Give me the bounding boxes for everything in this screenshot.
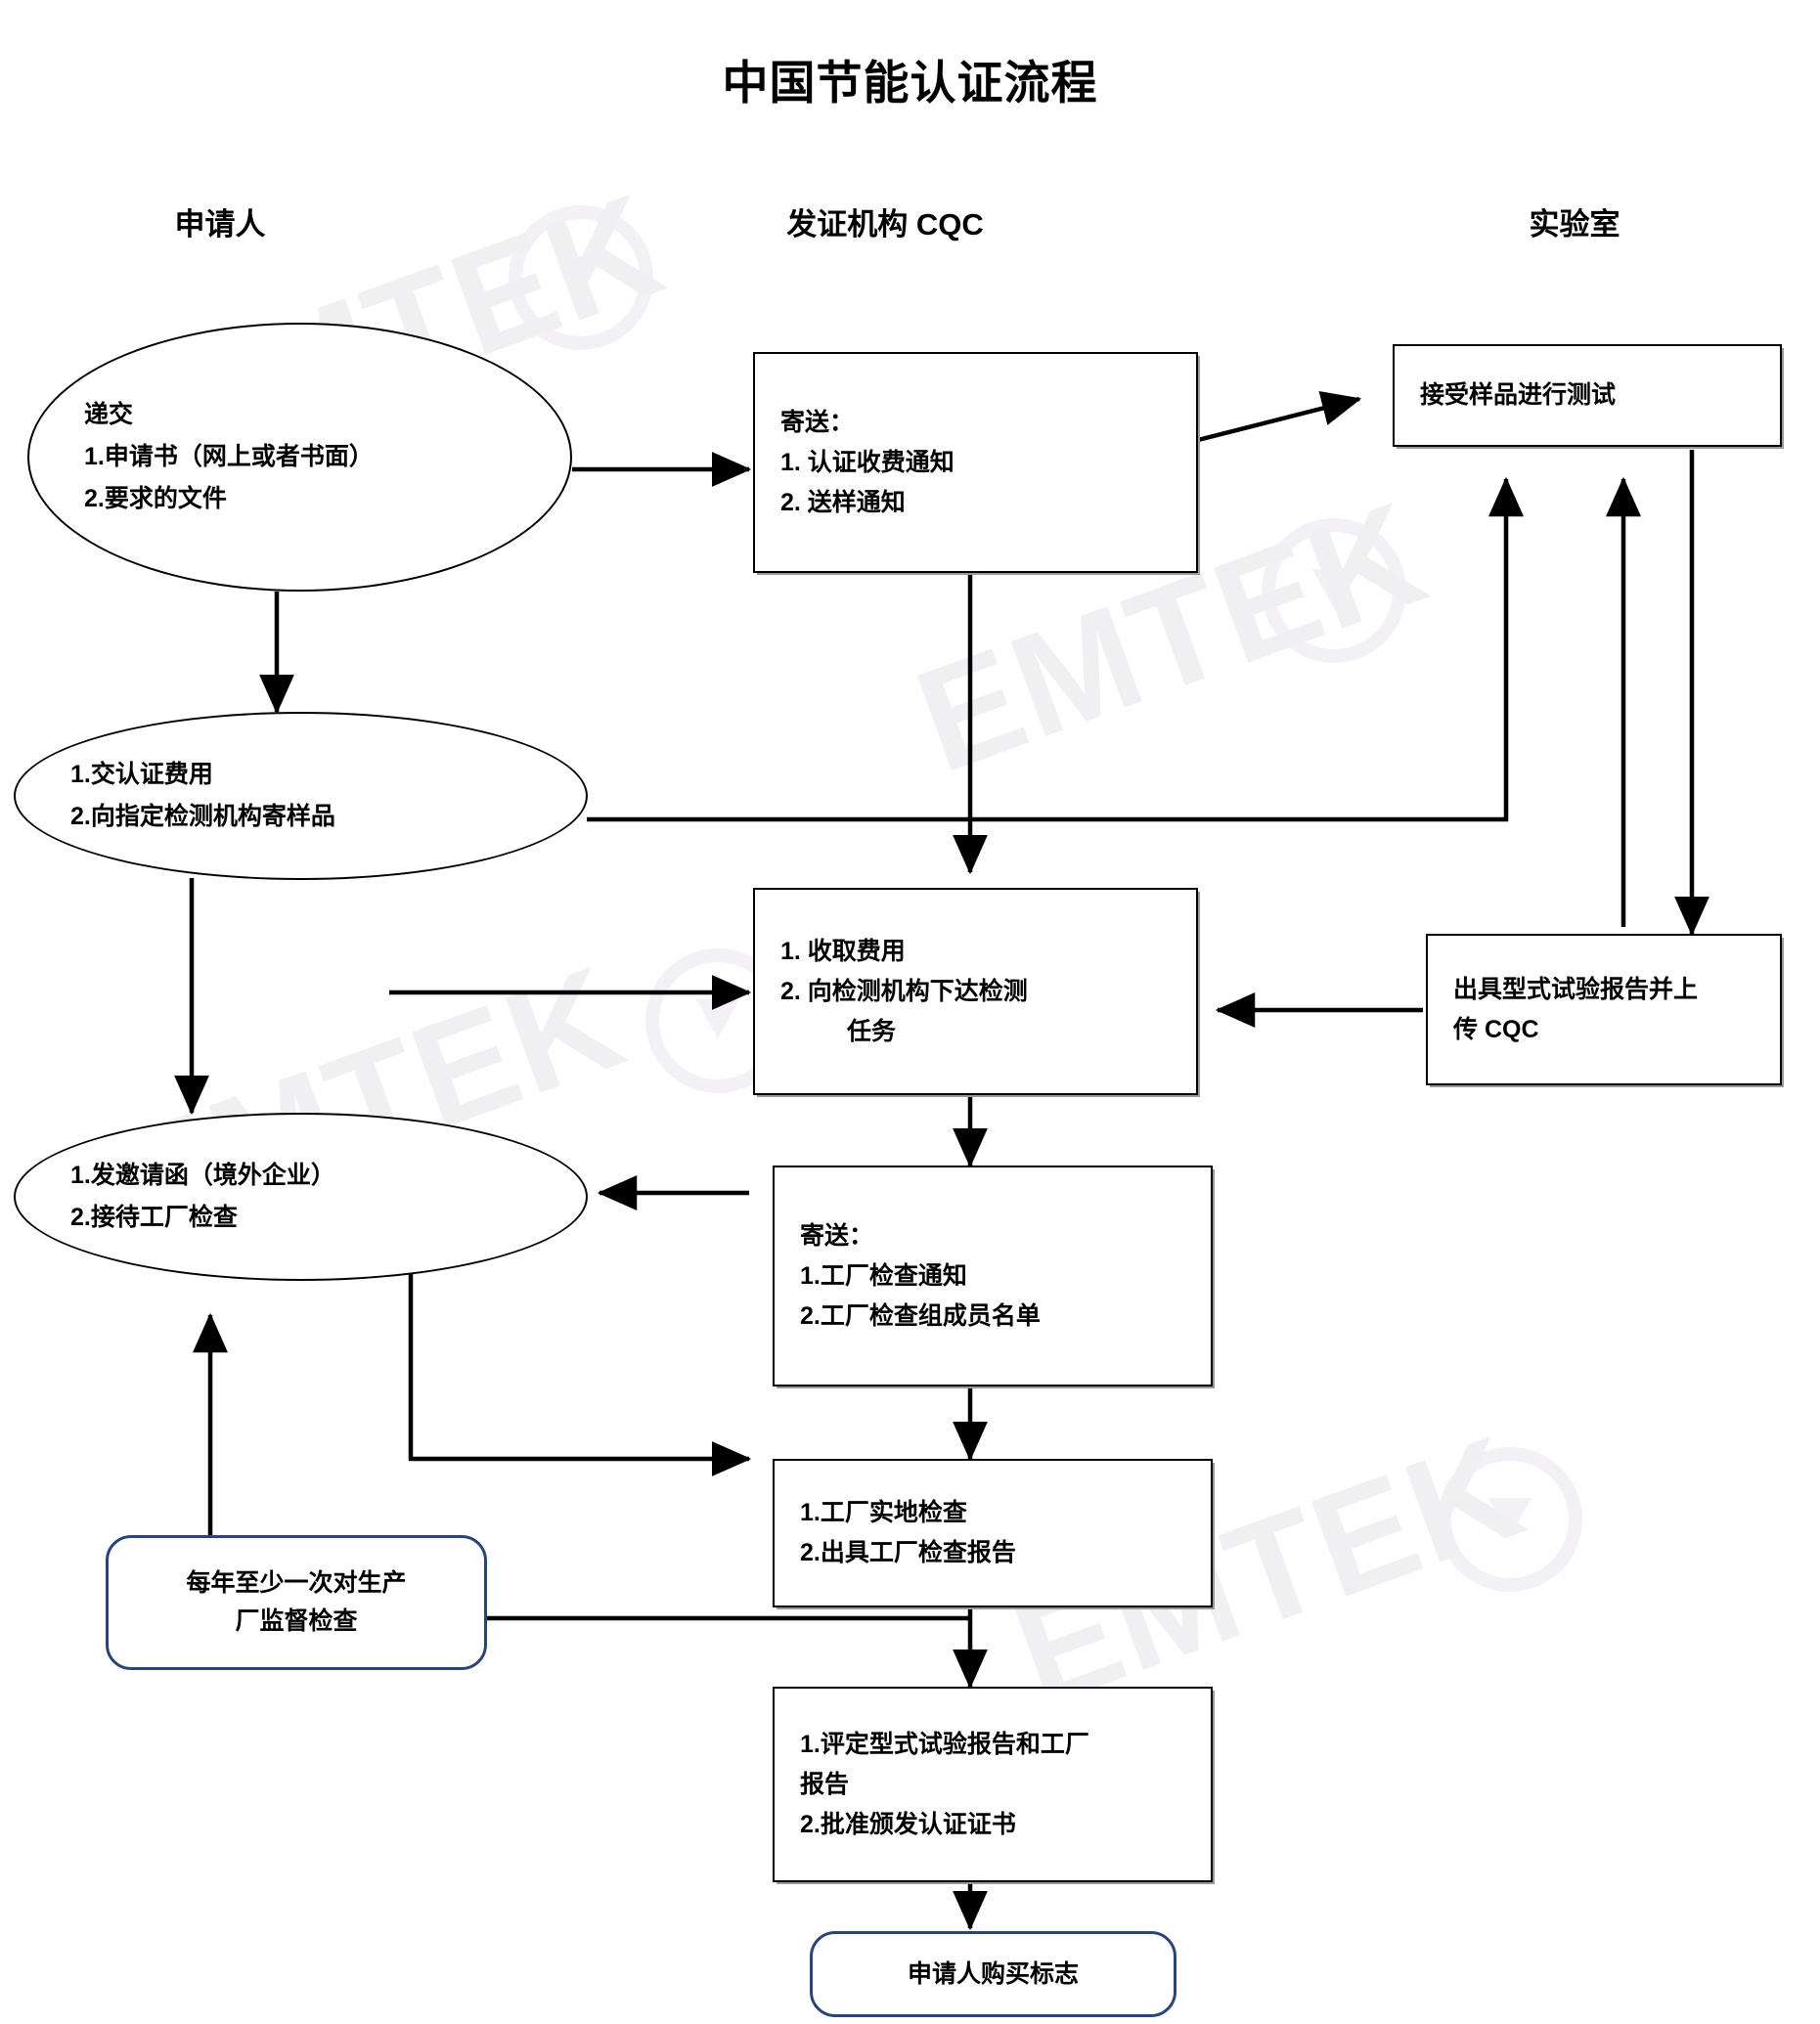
column-header-lab: 实验室: [1529, 207, 1620, 242]
node-supervision-line-1: 每年至少一次对生产: [186, 1569, 407, 1597]
node-apply[interactable]: 递交 1.申请书（网上或者书面） 2.要求的文件: [27, 323, 572, 592]
node-cqc-send1[interactable]: 寄送： 1. 认证收费通知 2. 送样通知: [753, 352, 1198, 573]
node-cqc-send2-line-3: 2.工厂检查组成员名单: [800, 1301, 1041, 1330]
node-pay-sample-line-2: 2.向指定检测机构寄样品: [70, 803, 335, 830]
node-invite-host-line-1: 1.发邀请函（境外企业）: [70, 1162, 335, 1189]
node-apply-line-2: 1.申请书（网上或者书面）: [84, 443, 374, 470]
node-cqc-send1-line-3: 2. 送样通知: [780, 488, 906, 516]
edge-send1-to-lab: [1197, 390, 1362, 443]
node-lab-report[interactable]: 出具型式试验报告并上 传 CQC: [1426, 934, 1782, 1085]
node-cqc-send2-line-2: 1.工厂检查通知: [800, 1261, 967, 1290]
node-supervision[interactable]: 每年至少一次对生产 厂监督检查: [106, 1535, 487, 1670]
node-factory-audit-line-1: 1.工厂实地检查: [800, 1499, 967, 1526]
page-title: 中国节能认证流程: [722, 57, 1098, 109]
node-buy-mark[interactable]: 申请人购买标志: [810, 1931, 1176, 2017]
node-cqc-collect-line-1: 1. 收取费用: [780, 937, 906, 965]
column-header-applicant: 申请人: [174, 207, 266, 242]
node-lab-receive[interactable]: 接受样品进行测试: [1393, 344, 1782, 447]
node-cqc-send2-line-1: 寄送：: [800, 1221, 874, 1250]
node-invite-host[interactable]: 1.发邀请函（境外企业） 2.接待工厂检查: [14, 1113, 588, 1281]
node-pay-sample-line-1: 1.交认证费用: [70, 761, 213, 788]
node-evaluate-line-1: 1.评定型式试验报告和工厂: [800, 1730, 1089, 1758]
node-cqc-send2[interactable]: 寄送： 1.工厂检查通知 2.工厂检查组成员名单: [773, 1166, 1213, 1386]
node-evaluate[interactable]: 1.评定型式试验报告和工厂 报告 2.批准颁发认证证书: [773, 1687, 1213, 1882]
node-cqc-send1-line-1: 寄送：: [780, 408, 855, 436]
node-evaluate-line-3: 2.批准颁发认证证书: [800, 1810, 1016, 1838]
node-evaluate-line-2: 报告: [800, 1770, 850, 1798]
node-lab-receive-line-1: 接受样品进行测试: [1420, 381, 1617, 409]
node-cqc-collect-line-3: 任务: [847, 1017, 897, 1045]
node-factory-audit[interactable]: 1.工厂实地检查 2.出具工厂检查报告: [773, 1459, 1213, 1607]
node-lab-report-line-1: 出具型式试验报告并上: [1453, 975, 1699, 1003]
node-buy-mark-line-1: 申请人购买标志: [907, 1959, 1079, 1988]
node-cqc-collect-line-2: 2. 向检测机构下达检测: [780, 977, 1028, 1005]
node-invite-host-line-2: 2.接待工厂检查: [70, 1204, 238, 1231]
node-supervision-line-2: 厂监督检查: [235, 1607, 358, 1635]
edge-invite-to-audit: [408, 1271, 752, 1476]
node-pay-sample[interactable]: 1.交认证费用 2.向指定检测机构寄样品: [14, 712, 588, 880]
column-header-cqc: 发证机构 CQC: [786, 207, 984, 242]
node-apply-line-1: 递交: [84, 401, 134, 428]
node-lab-report-line-2: 传 CQC: [1453, 1015, 1539, 1043]
node-apply-line-3: 2.要求的文件: [84, 485, 227, 512]
node-factory-audit-line-2: 2.出具工厂检查报告: [800, 1539, 1016, 1566]
node-cqc-collect[interactable]: 1. 收取费用 2. 向检测机构下达检测 任务: [753, 888, 1198, 1095]
node-cqc-send1-line-2: 1. 认证收费通知: [780, 448, 954, 476]
edge-pay-to-lab: [587, 476, 1524, 822]
